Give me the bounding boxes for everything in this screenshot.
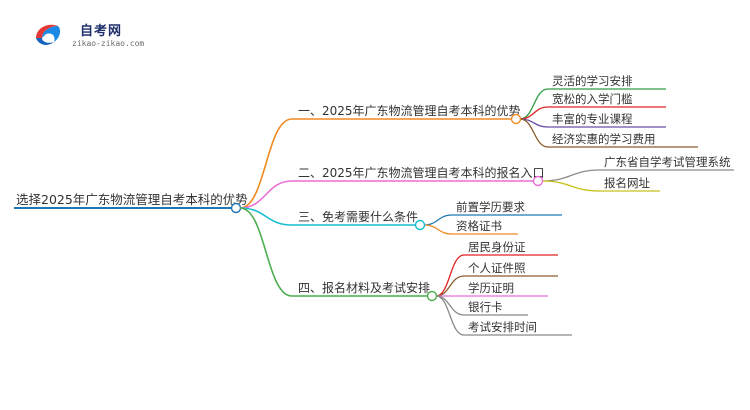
site-logo[interactable]: 自考网 zikao-zikao.com — [28, 16, 158, 56]
branch-node-3[interactable] — [414, 219, 426, 231]
branch-connector-2 — [239, 180, 293, 209]
leaf-connector-3-1 — [423, 214, 453, 226]
leaf-label-4-2: 个人证件照 — [468, 261, 526, 275]
leaf-label-4-1: 居民身份证 — [468, 240, 526, 254]
branch-label-2: 二、2025年广东物流管理自考本科的报名入口 — [298, 165, 545, 180]
leaf-label-1-2: 宽松的入学门槛 — [552, 92, 633, 106]
leaf-label-4-5: 考试安排时间 — [468, 320, 537, 334]
branch-node-2[interactable] — [532, 175, 544, 187]
leaf-label-3-2: 资格证书 — [456, 219, 502, 233]
branch-node-1[interactable] — [510, 113, 522, 125]
leaf-label-1-1: 灵活的学习安排 — [552, 74, 633, 88]
leaf-connector-3-2 — [423, 224, 453, 235]
branch-label-3: 三、免考需要什么条件 — [298, 209, 418, 224]
root-topic-label: 选择2025年广东物流管理自考本科的优势 — [16, 192, 248, 207]
leaf-connector-2-2 — [541, 180, 601, 192]
leaf-connector-2-1 — [541, 169, 601, 182]
branch-node-4[interactable] — [426, 290, 438, 302]
branch-connector-3 — [239, 207, 293, 226]
logo-icon — [36, 24, 61, 45]
leaf-label-2-1: 广东省自学考试管理系统 — [604, 155, 731, 169]
logo-subtitle: zikao-zikao.com — [72, 39, 145, 48]
branch-connector-4 — [239, 207, 293, 297]
leaf-label-3-1: 前置学历要求 — [456, 200, 525, 214]
leaf-connector-4-5 — [435, 295, 465, 336]
leaf-connector-1-4 — [519, 118, 549, 148]
leaf-label-4-3: 学历证明 — [468, 281, 514, 295]
root-node[interactable] — [230, 202, 242, 214]
logo-title: 自考网 — [80, 24, 123, 39]
leaf-label-2-2: 报名网址 — [604, 176, 650, 190]
leaf-label-1-4: 经济实惠的学习费用 — [552, 132, 656, 146]
leaf-connector-1-1 — [519, 88, 549, 120]
branch-connector-1 — [239, 118, 293, 209]
leaf-connector-4-1 — [435, 254, 465, 297]
leaf-connector-4-4 — [435, 295, 465, 316]
leaf-label-4-4: 银行卡 — [468, 300, 503, 314]
leaf-label-1-3: 丰富的专业课程 — [552, 112, 633, 126]
leaf-connector-4-2 — [435, 275, 465, 297]
branch-label-1: 一、2025年广东物流管理自考本科的优势 — [298, 103, 521, 118]
branch-label-4: 四、报名材料及考试安排 — [298, 280, 430, 295]
